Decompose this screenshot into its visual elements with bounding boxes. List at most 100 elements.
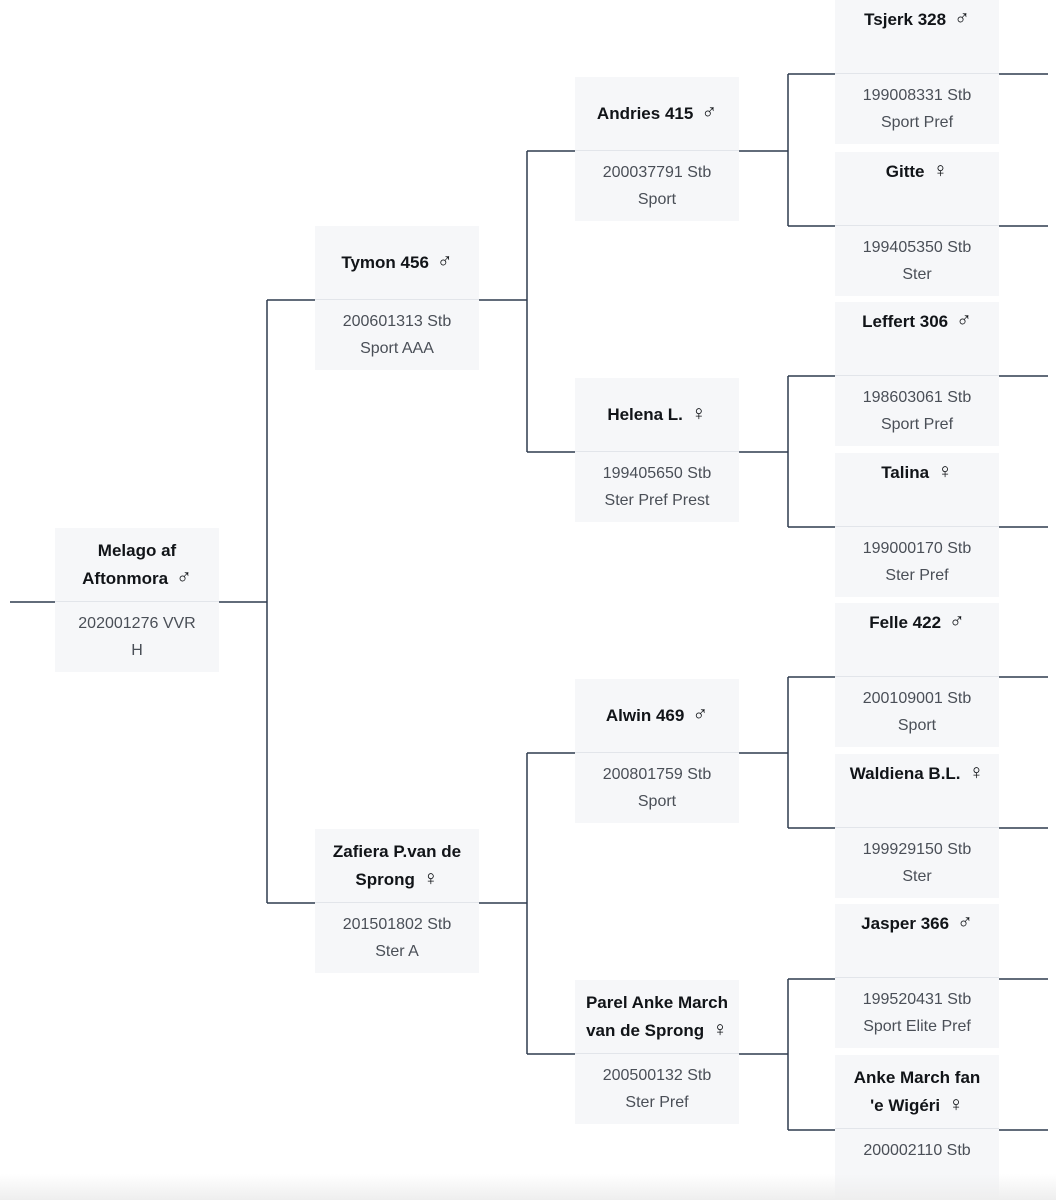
horse-registration: 200037791 Stb Sport [575, 151, 739, 221]
horse-name-row: Jasper 366 ♂ [835, 904, 999, 978]
horse-name: Parel Anke March van de Sprong [585, 992, 729, 1040]
registration-number: 199405650 Stb [602, 465, 712, 482]
horse-name-row: Talina ♀ [835, 453, 999, 527]
horse-registration: 199929150 Stb Ster [835, 828, 999, 898]
horse-name: Tymon 456 [341, 252, 429, 272]
horse-card-sire-dam[interactable]: Helena L. ♀ 199405650 Stb Ster Pref Prest [575, 378, 739, 522]
horse-registration: 200801759 Stb Sport [575, 753, 739, 823]
horse-card-ss-sire[interactable]: Tsjerk 328 ♂ 199008331 Stb Sport Pref [835, 0, 999, 144]
horse-name: Melago af Aftonmora [82, 540, 177, 588]
horse-registration: 200601313 Stb Sport AAA [315, 300, 479, 370]
horse-name: Anke March fan 'e Wigéri [853, 1067, 981, 1115]
horse-name: Tsjerk 328 [864, 10, 947, 29]
female-symbol-icon: ♀ [937, 460, 953, 483]
horse-name-row: Tymon 456♂ [315, 226, 479, 300]
registration-number: 200601313 Stb [342, 313, 452, 330]
registration-predicate: Sport [637, 793, 677, 810]
female-symbol-icon: ♀ [712, 1017, 728, 1041]
horse-name: Talina [881, 463, 930, 482]
horse-card-ds-dam[interactable]: Waldiena B.L. ♀ 199929150 Stb Ster [835, 754, 999, 898]
registration-number: 202001276 VVR [78, 615, 196, 632]
horse-card-ss-dam[interactable]: Gitte ♀ 199405350 Stb Ster [835, 152, 999, 296]
female-symbol-icon: ♀ [690, 401, 707, 425]
horse-registration: 199008331 Stb Sport Pref [835, 74, 999, 144]
male-symbol-icon: ♂ [957, 911, 973, 934]
horse-name: Zafiera P.van de Sprong [332, 841, 462, 889]
registration-predicate: Sport Pref [880, 114, 954, 131]
male-symbol-icon: ♂ [701, 100, 718, 124]
horse-name: Jasper 366 [861, 914, 950, 933]
registration-predicate: Sport Pref [880, 416, 954, 433]
horse-card-dam[interactable]: Zafiera P.van de Sprong♀ 201501802 Stb S… [315, 829, 479, 973]
registration-number: 200037791 Stb [602, 164, 712, 181]
registration-predicate: Ster A [375, 943, 419, 960]
horse-name-row: Tsjerk 328 ♂ [835, 0, 999, 74]
horse-card-sd-dam[interactable]: Talina ♀ 199000170 Stb Ster Pref [835, 453, 999, 597]
horse-registration: 201501802 Stb Ster A [315, 903, 479, 973]
horse-registration: 199405350 Stb Ster [835, 226, 999, 296]
horse-card-dam-sire[interactable]: Alwin 469 ♂ 200801759 Stb Sport [575, 679, 739, 823]
registration-number: 199405350 Stb [862, 239, 972, 256]
horse-name-row: Melago af Aftonmora♂ [55, 528, 219, 602]
registration-predicate: Ster Pref [885, 567, 949, 584]
male-symbol-icon: ♂ [956, 309, 972, 332]
male-symbol-icon: ♂ [949, 610, 965, 633]
horse-name-row: Waldiena B.L. ♀ [835, 754, 999, 828]
registration-number: 199929150 Stb [862, 841, 972, 858]
female-symbol-icon: ♀ [932, 159, 949, 182]
registration-number: 199000170 Stb [862, 540, 972, 557]
horse-registration: 202001276 VVR H [55, 602, 219, 672]
horse-card-ds-sire[interactable]: Felle 422 ♂ 200109001 Stb Sport [835, 603, 999, 747]
registration-number: 199008331 Stb [862, 87, 972, 104]
horse-name: Leffert 306 [862, 312, 949, 331]
registration-number: 200002110 Stb [863, 1142, 971, 1159]
horse-name: Andries 415 [596, 103, 694, 123]
registration-predicate: Ster Pref Prest [604, 492, 710, 509]
horse-name-row: Andries 415 ♂ [575, 77, 739, 151]
horse-registration: 200002110 Stb [835, 1129, 999, 1199]
horse-name: Alwin 469 [605, 705, 685, 725]
registration-predicate: Ster [902, 266, 932, 283]
female-symbol-icon: ♀ [968, 761, 985, 784]
horse-registration: 200109001 Stb Sport [835, 677, 999, 747]
registration-number: 198603061 Stb [862, 389, 972, 406]
horse-name-row: Parel Anke March van de Sprong♀ [575, 980, 739, 1054]
horse-name-row: Felle 422 ♂ [835, 603, 999, 677]
registration-number: 201501802 Stb [342, 916, 452, 933]
female-symbol-icon: ♀ [422, 866, 439, 890]
horse-card-dd-sire[interactable]: Jasper 366 ♂ 199520431 Stb Sport Elite Pr… [835, 904, 999, 1048]
horse-registration: 198603061 Stb Sport Pref [835, 376, 999, 446]
horse-registration: 200500132 Stb Ster Pref [575, 1054, 739, 1124]
registration-predicate: Ster [902, 868, 932, 885]
horse-card-sire-sire[interactable]: Andries 415 ♂ 200037791 Stb Sport [575, 77, 739, 221]
registration-predicate: Sport AAA [360, 340, 434, 357]
registration-predicate: Sport [637, 191, 677, 208]
horse-name: Felle 422 [869, 613, 942, 632]
male-symbol-icon: ♂ [692, 702, 709, 726]
registration-predicate: Ster Pref [625, 1094, 689, 1111]
horse-registration: 199520431 Stb Sport Elite Pref [835, 978, 999, 1048]
registration-number: 200801759 Stb [602, 766, 712, 783]
horse-name: Waldiena B.L. [849, 764, 961, 783]
horse-registration: 199000170 Stb Ster Pref [835, 527, 999, 597]
registration-number: 200109001 Stb [862, 690, 972, 707]
horse-name-row: Helena L. ♀ [575, 378, 739, 452]
horse-name: Gitte [885, 162, 925, 181]
registration-predicate: H [131, 642, 143, 659]
horse-card-sire[interactable]: Tymon 456♂ 200601313 Stb Sport AAA [315, 226, 479, 370]
registration-predicate: Sport [897, 717, 937, 734]
horse-name-row: Anke March fan 'e Wigéri♀ [835, 1055, 999, 1129]
horse-name-row: Zafiera P.van de Sprong♀ [315, 829, 479, 903]
horse-card-subject[interactable]: Melago af Aftonmora♂ 202001276 VVR H [55, 528, 219, 672]
horse-name-row: Gitte ♀ [835, 152, 999, 226]
horse-card-sd-sire[interactable]: Leffert 306 ♂ 198603061 Stb Sport Pref [835, 302, 999, 446]
male-symbol-icon: ♂ [176, 565, 192, 589]
male-symbol-icon: ♂ [954, 7, 970, 30]
horse-registration: 199405650 Stb Ster Pref Prest [575, 452, 739, 522]
horse-card-dam-dam[interactable]: Parel Anke March van de Sprong♀ 20050013… [575, 980, 739, 1124]
bottom-fade [0, 1174, 1056, 1200]
horse-name: Helena L. [607, 404, 683, 424]
registration-number: 200500132 Stb [602, 1067, 712, 1084]
registration-number: 199520431 Stb [862, 991, 972, 1008]
